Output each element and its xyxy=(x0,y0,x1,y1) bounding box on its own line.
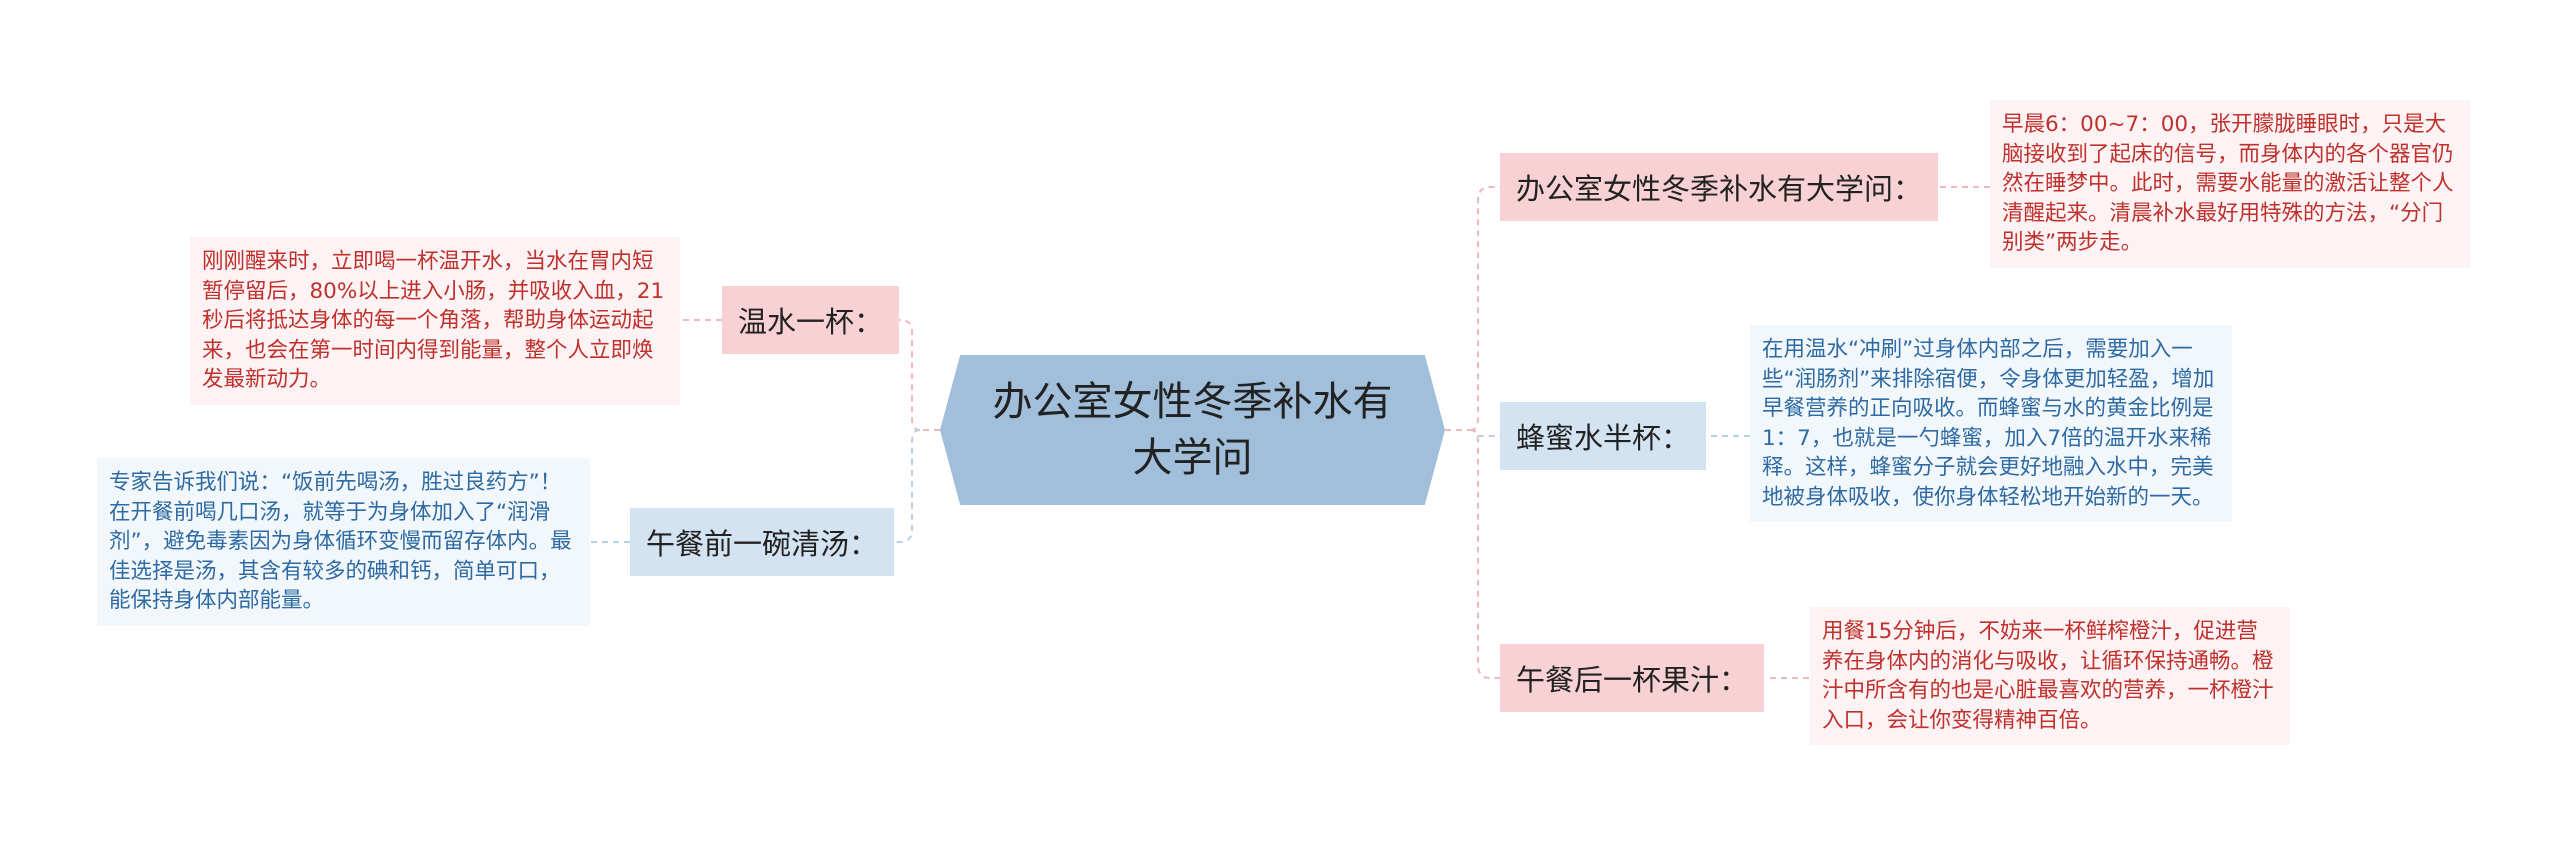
branch-topic-4-text: 刚刚醒来时，立即喝一杯温开水，当水在胃内短暂停留后，80%以上进入小肠，并吸收入… xyxy=(202,249,665,392)
branch-topic-2-note: 在用温水“冲刷”过身体内部之后，需要加入一些“润肠剂”来排除宿便，令身体更加轻盈… xyxy=(1750,325,2232,522)
branch-topic-4-note: 刚刚醒来时，立即喝一杯温开水，当水在胃内短暂停留后，80%以上进入小肠，并吸收入… xyxy=(190,237,680,405)
branch-topic-4-label: 温水一杯： xyxy=(738,305,884,339)
branch-topic-1-text: 早晨6：00~7：00，张开朦胧睡眼时，只是大脑接收到了起床的信号，而身体内的各… xyxy=(2002,112,2454,255)
branch-topic-2-text: 在用温水“冲刷”过身体内部之后，需要加入一些“润肠剂”来排除宿便，令身体更加轻盈… xyxy=(1762,337,2215,510)
branch-topic-5: 午餐前一碗清汤： xyxy=(630,508,895,576)
central-topic-title: 办公室女性冬季补水有大学问 xyxy=(992,379,1393,481)
branch-topic-2: 蜂蜜水半杯： xyxy=(1500,402,1707,470)
branch-topic-4: 温水一杯： xyxy=(722,286,900,354)
branch-topic-2-label: 蜂蜜水半杯： xyxy=(1516,421,1691,455)
branch-topic-1-note: 早晨6：00~7：00，张开朦胧睡眼时，只是大脑接收到了起床的信号，而身体内的各… xyxy=(1990,100,2470,268)
branch-topic-5-note: 专家告诉我们说：“饭前先喝汤，胜过良药方”！在开餐前喝几口汤，就等于为身体加入了… xyxy=(97,458,590,626)
central-topic: 办公室女性冬季补水有大学问 xyxy=(940,355,1445,505)
branch-topic-1-label: 办公室女性冬季补水有大学问： xyxy=(1516,172,1923,206)
branch-topic-5-text: 专家告诉我们说：“饭前先喝汤，胜过良药方”！在开餐前喝几口汤，就等于为身体加入了… xyxy=(109,470,572,613)
branch-topic-3-label: 午餐后一杯果汁： xyxy=(1516,663,1749,697)
branch-topic-3: 午餐后一杯果汁： xyxy=(1500,644,1765,712)
branch-topic-3-note: 用餐15分钟后，不妨来一杯鲜榨橙汁，促进营养在身体内的消化与吸收，让循环保持通畅… xyxy=(1810,607,2290,745)
branch-topic-5-label: 午餐前一碗清汤： xyxy=(646,527,879,561)
branch-topic-3-text: 用餐15分钟后，不妨来一杯鲜榨橙汁，促进营养在身体内的消化与吸收，让循环保持通畅… xyxy=(1822,619,2274,733)
branch-topic-1: 办公室女性冬季补水有大学问： xyxy=(1500,153,1939,221)
